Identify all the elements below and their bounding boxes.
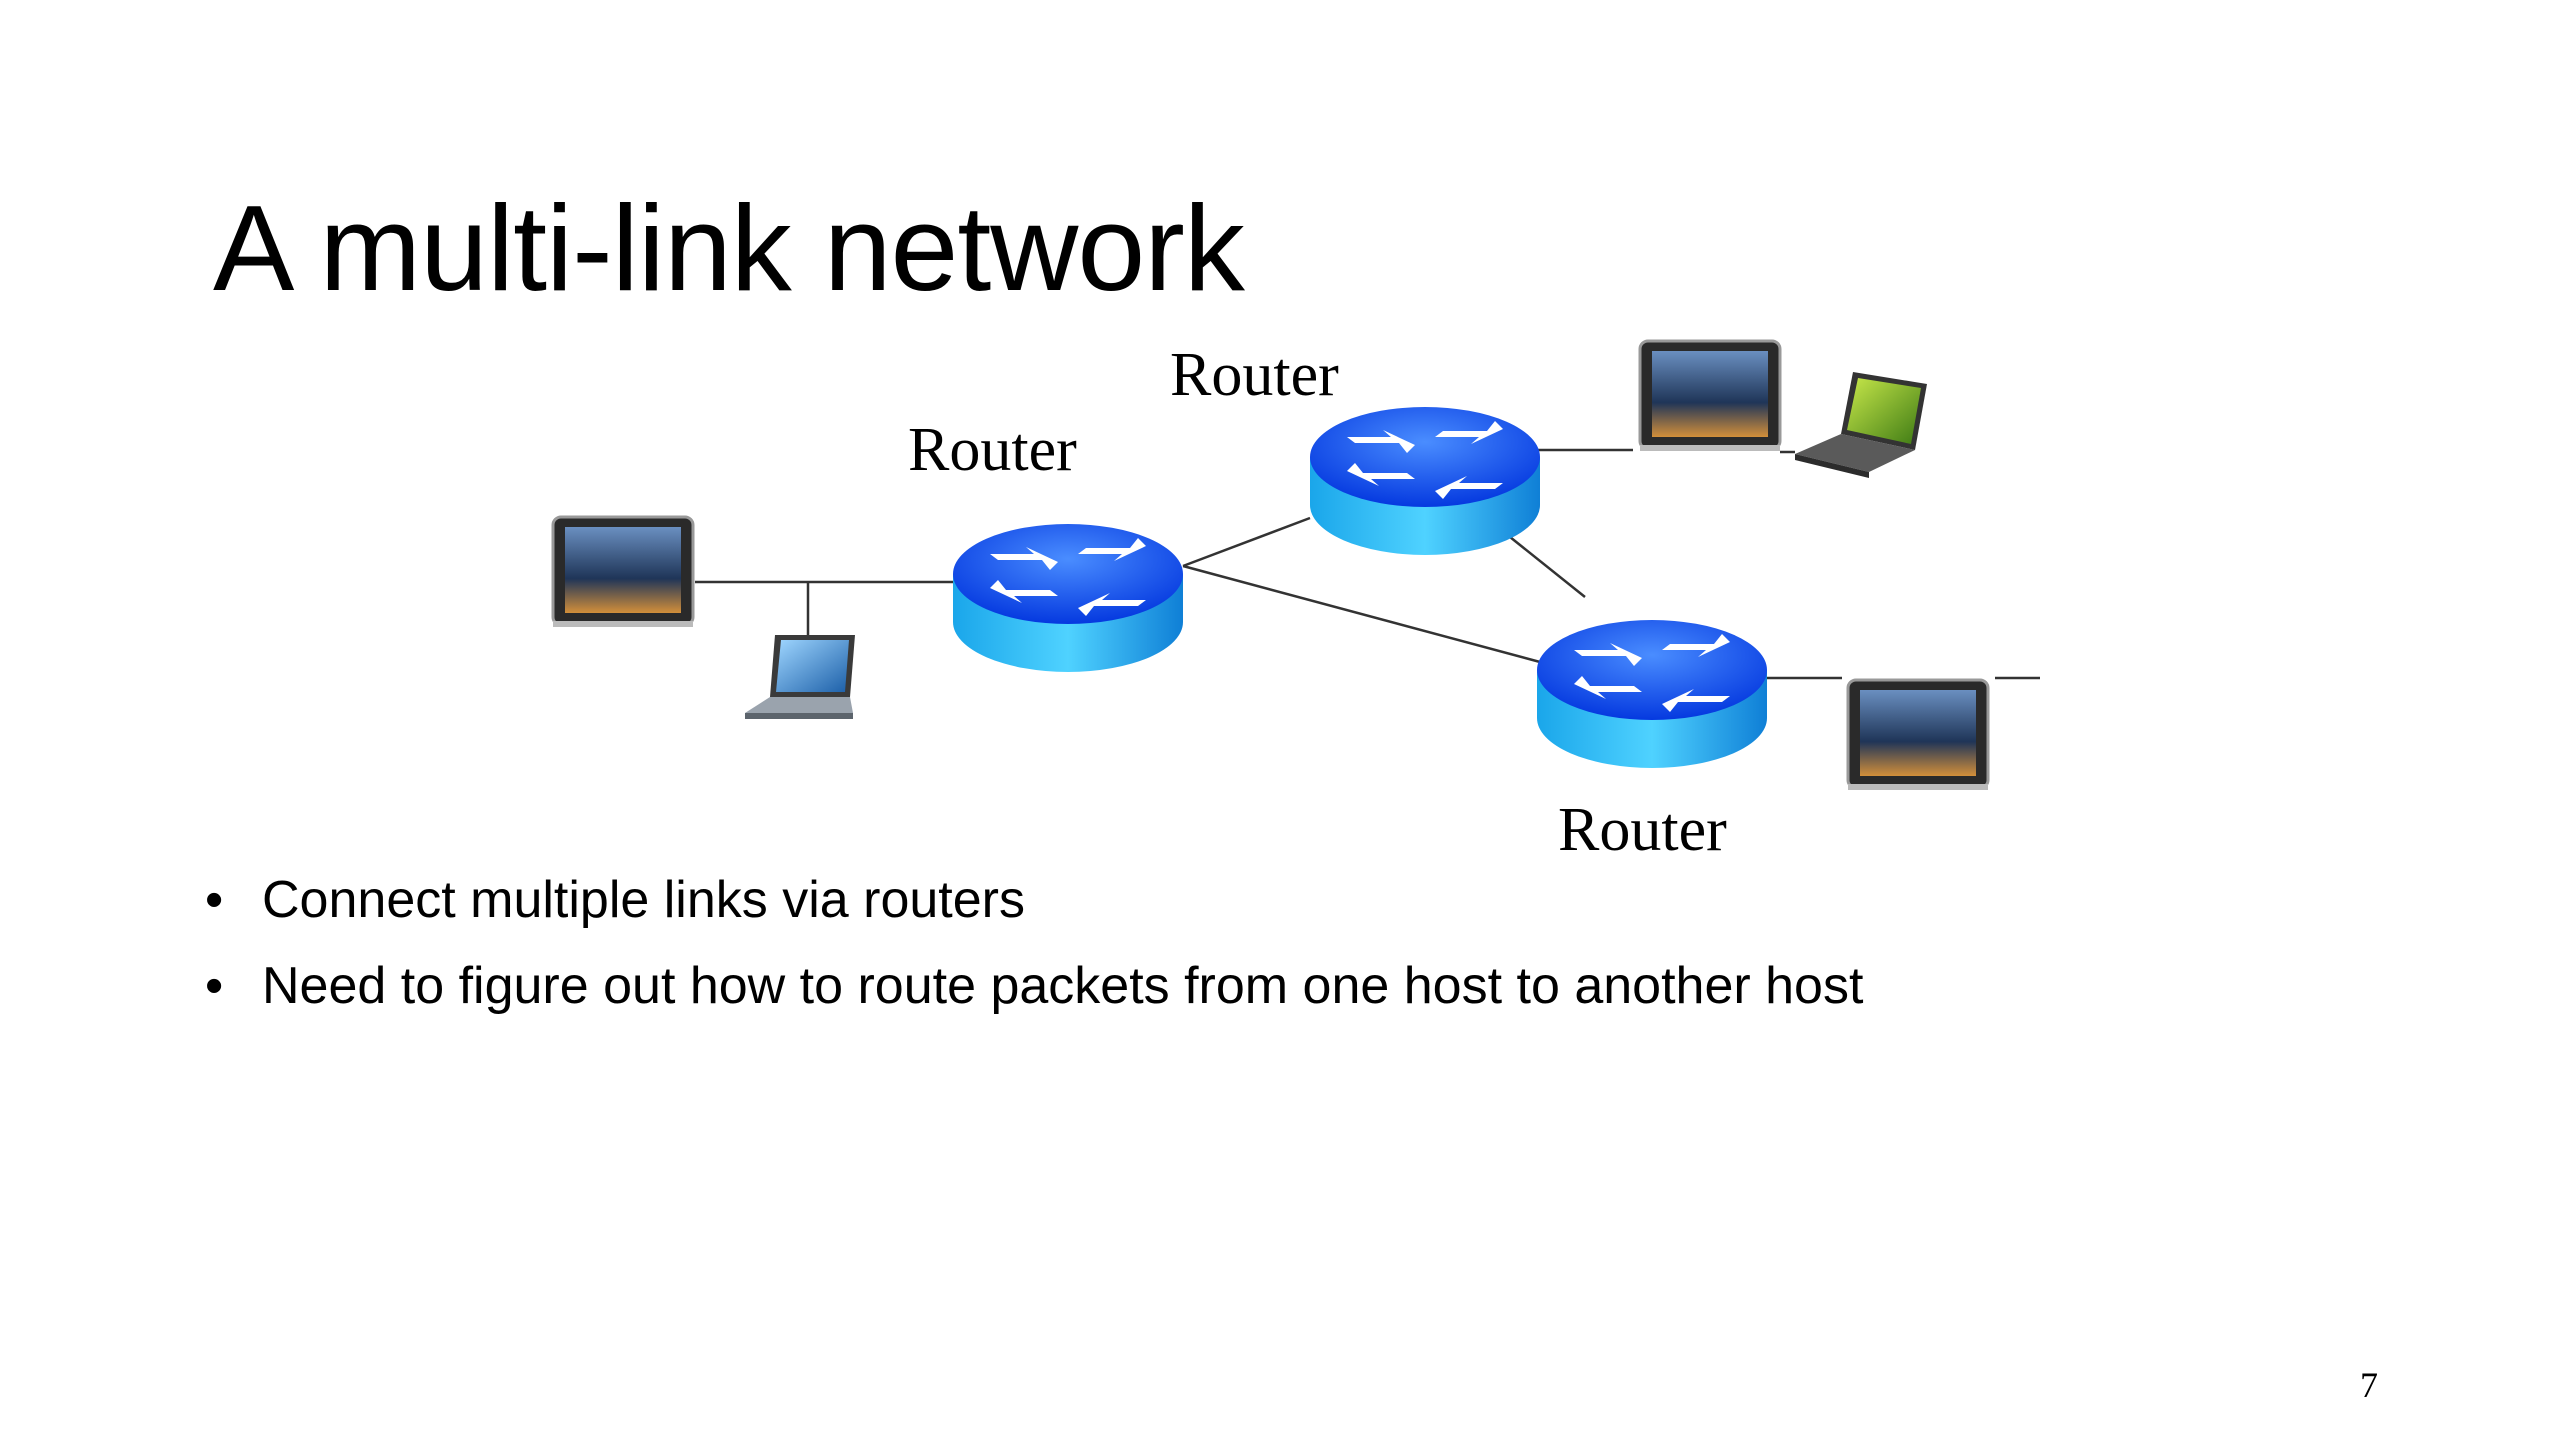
- router-icon: [953, 524, 1183, 672]
- slide-title: A multi-link network: [213, 180, 1245, 316]
- tablet-icon: [551, 515, 695, 627]
- link-router1-router3: [1182, 564, 1541, 664]
- bullet-list: Connect multiple links via routers Need …: [205, 870, 1863, 1042]
- page-number: 7: [2360, 1365, 2378, 1405]
- link-router1-router2: [1182, 516, 1311, 568]
- bullet-item: Connect multiple links via routers: [205, 870, 1863, 930]
- router-label: Router: [1558, 796, 1727, 864]
- router-icon: [1310, 407, 1540, 555]
- link-router2-router3: [1504, 532, 1586, 598]
- bullet-item: Need to figure out how to route packets …: [205, 956, 1863, 1016]
- laptop-icon: [745, 635, 855, 719]
- tablet-icon: [1638, 339, 1782, 451]
- tablet-icon: [1846, 678, 1990, 790]
- router-label: Router: [908, 416, 1077, 484]
- network-links: [695, 448, 2040, 680]
- router-icon: [1537, 620, 1767, 768]
- laptop-icon: [1795, 372, 1927, 478]
- router-label: Router: [1170, 341, 1339, 409]
